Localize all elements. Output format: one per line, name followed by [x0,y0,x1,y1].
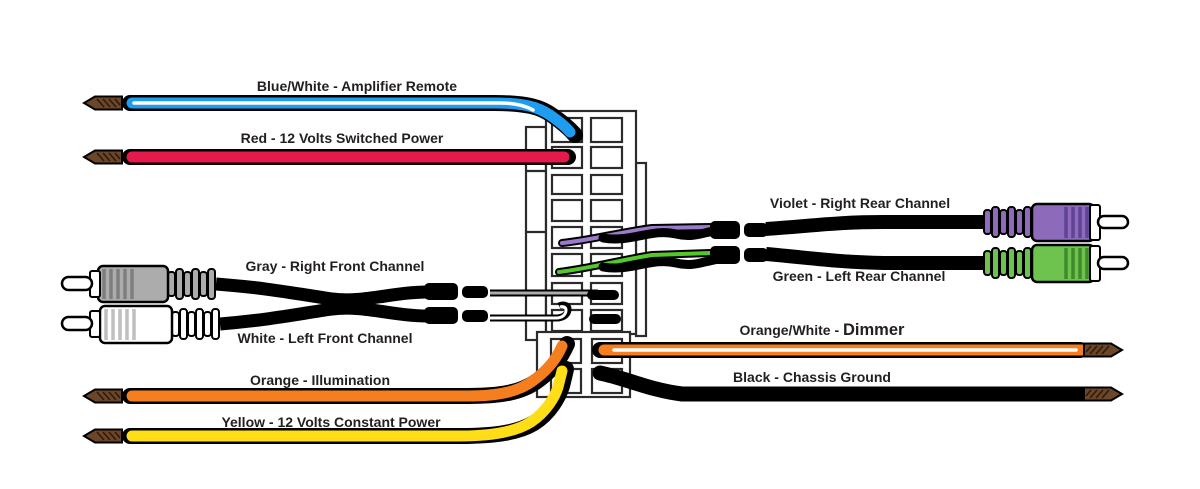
rca-pin [60,275,94,292]
crimp [710,221,740,239]
rca-knurl [1064,248,1089,279]
crimp [462,286,488,298]
gray-wire-label: Gray - Right Front Channel [246,258,425,274]
wire-color [126,365,568,442]
yellow-wire-label: Yellow - 12 Volts Constant Power [221,414,441,430]
pin-slot [589,145,624,170]
pin-slot [589,173,624,196]
wire-color [126,340,568,402]
rca-pin [1096,214,1130,230]
rca-pin [1096,255,1130,271]
rca-ribs [983,247,1032,279]
orange-white-label-emphasis: Dimmer [843,321,905,339]
rca-knurl [1064,207,1089,238]
cable [765,247,986,270]
pin-contact [598,255,719,273]
bare-wire-end [83,95,123,111]
rca-body [1030,202,1096,243]
orange-white-label-prefix: Orange/White - [740,322,843,338]
crimp [462,310,488,322]
wire-stripe [132,101,535,112]
bare-wire-end [83,149,123,165]
blue-white-wire [122,95,583,143]
rca-ribs [983,206,1032,238]
crimp [744,223,768,237]
rca-knurl [104,309,136,340]
red-wire-label: Red - 12 Volts Switched Power [241,130,444,146]
wire-labels: Blue/White - Amplifier Remote Red - 12 V… [221,78,950,430]
cable [765,215,986,236]
lead-wire [490,305,568,320]
rca-pin [60,315,94,332]
pin-contact [598,226,719,244]
black-wire-label: Black - Chassis Ground [733,369,891,385]
white-wire-label: White - Left Front Channel [238,330,413,346]
gray-rca-assembly [60,264,619,307]
pin-slot [550,198,584,223]
violet-rca-assembly [558,202,1130,247]
bare-wire-end [83,388,123,404]
rca-knurl [102,269,134,299]
rca-ribs [171,308,220,340]
green-wire-label: Green - Left Rear Channel [773,268,946,284]
orange-white-wire-label: Orange/White - Dimmer [740,321,905,339]
lead-wire [557,251,712,274]
crimp [424,307,458,324]
connector-right-step [634,161,648,338]
crimp [744,248,768,262]
white-rca-assembly [60,301,621,345]
bare-wire-end [83,428,123,444]
pin-slot [589,116,624,144]
cable [219,301,429,331]
violet-wire-label: Violet - Right Rear Channel [770,195,950,211]
crimp [424,283,458,300]
green-rca-assembly [555,243,1130,284]
blue-white-wire-label: Blue/White - Amplifier Remote [257,78,457,94]
pin-slot [589,198,624,223]
cable [215,277,429,307]
orange-wire [122,336,575,404]
pin-slot [550,173,584,196]
orange-wire-label: Orange - Illumination [250,372,390,388]
bare-wire-end [1083,342,1123,358]
rca-ribs [167,268,216,300]
wire-color [126,97,576,138]
rca-body [98,304,174,345]
bare-wire-end [1083,386,1123,402]
rca-body [1030,243,1096,284]
yellow-wire [122,361,574,444]
black-ground-wire [592,365,1094,402]
wire-color [592,365,1094,402]
crimp [710,246,740,264]
